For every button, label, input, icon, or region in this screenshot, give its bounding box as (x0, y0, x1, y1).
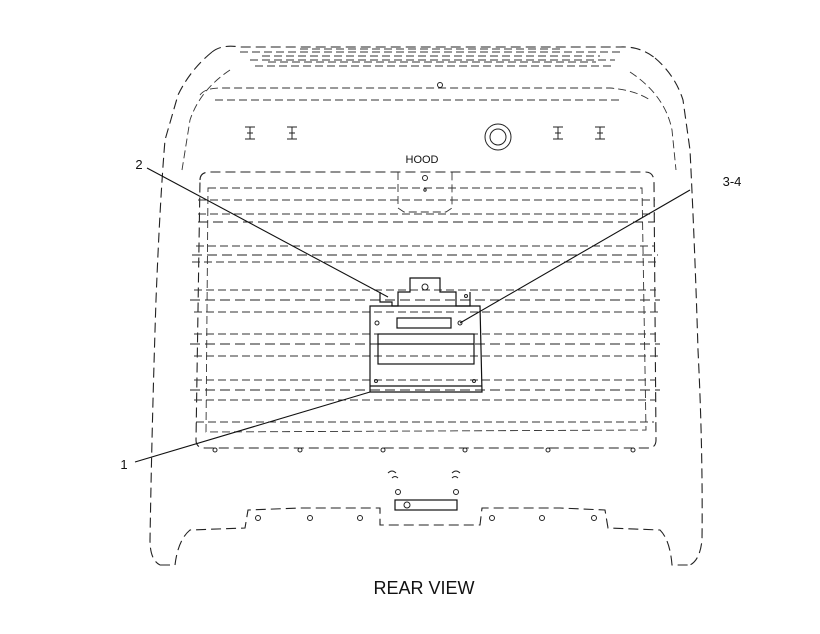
grille-bars (190, 199, 660, 423)
leader-line-1 (134, 391, 371, 463)
bolt-icon (287, 126, 297, 140)
callout-1: 1 (120, 457, 127, 472)
hood-latch-bracket: HOOD (397, 154, 453, 213)
leader-line-3-4 (459, 189, 691, 324)
leader-lines (134, 167, 691, 463)
light-icon (484, 123, 512, 151)
lower-hardware (255, 470, 597, 521)
grille-studs (212, 447, 636, 453)
leader-line-2 (146, 167, 389, 298)
bolt-icon (553, 126, 563, 140)
bolt-icon (245, 126, 255, 140)
grille-frame (195, 171, 657, 449)
plate-assembly (369, 277, 483, 393)
cab-outline (149, 45, 703, 566)
view-title: REAR VIEW (373, 578, 474, 598)
bolt-icon (451, 470, 461, 479)
roof-vent-pattern (262, 48, 600, 63)
callout-2: 2 (135, 157, 142, 172)
upper-hardware (245, 82, 605, 151)
hood-label: HOOD (406, 154, 439, 166)
bolt-icon (595, 126, 605, 140)
bolt-icon (387, 470, 399, 479)
callout-3-4: 3-4 (723, 174, 742, 189)
